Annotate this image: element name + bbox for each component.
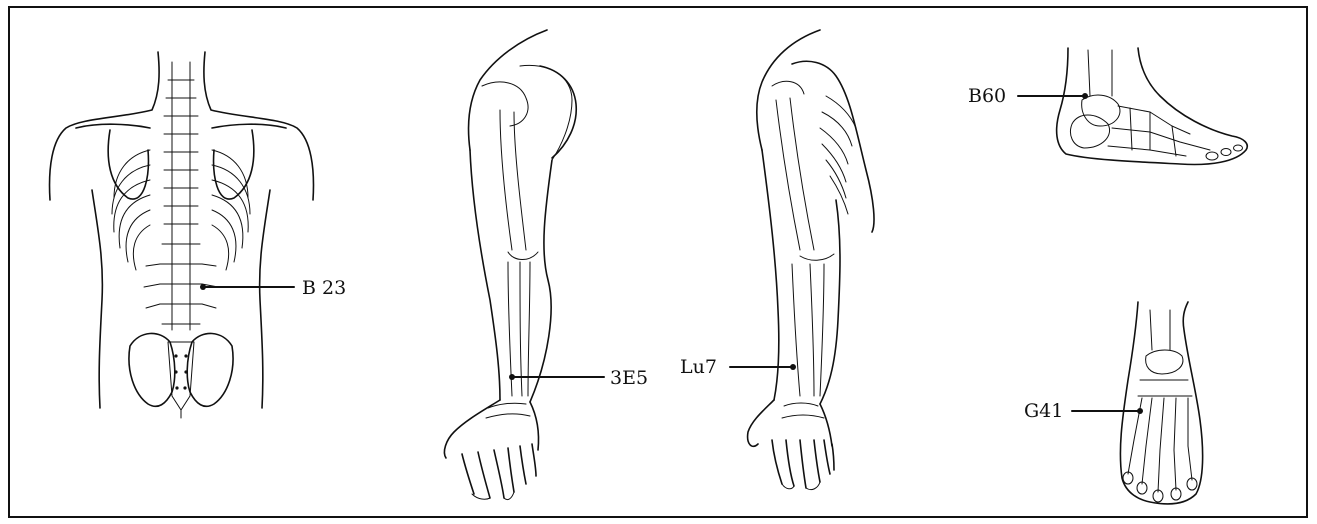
foot-dorsal-figure [1072, 302, 1203, 504]
label-g41: G41 [1024, 402, 1063, 421]
arm-lateral-figure [444, 30, 604, 500]
foot-lateral-figure [1018, 48, 1247, 164]
arm-medial-figure [730, 30, 874, 490]
label-lu7: Lu7 [680, 358, 717, 377]
label-b23: B 23 [302, 279, 346, 298]
back-figure [50, 52, 314, 418]
label-3e5: 3E5 [610, 369, 648, 388]
label-b60: B60 [968, 87, 1006, 106]
